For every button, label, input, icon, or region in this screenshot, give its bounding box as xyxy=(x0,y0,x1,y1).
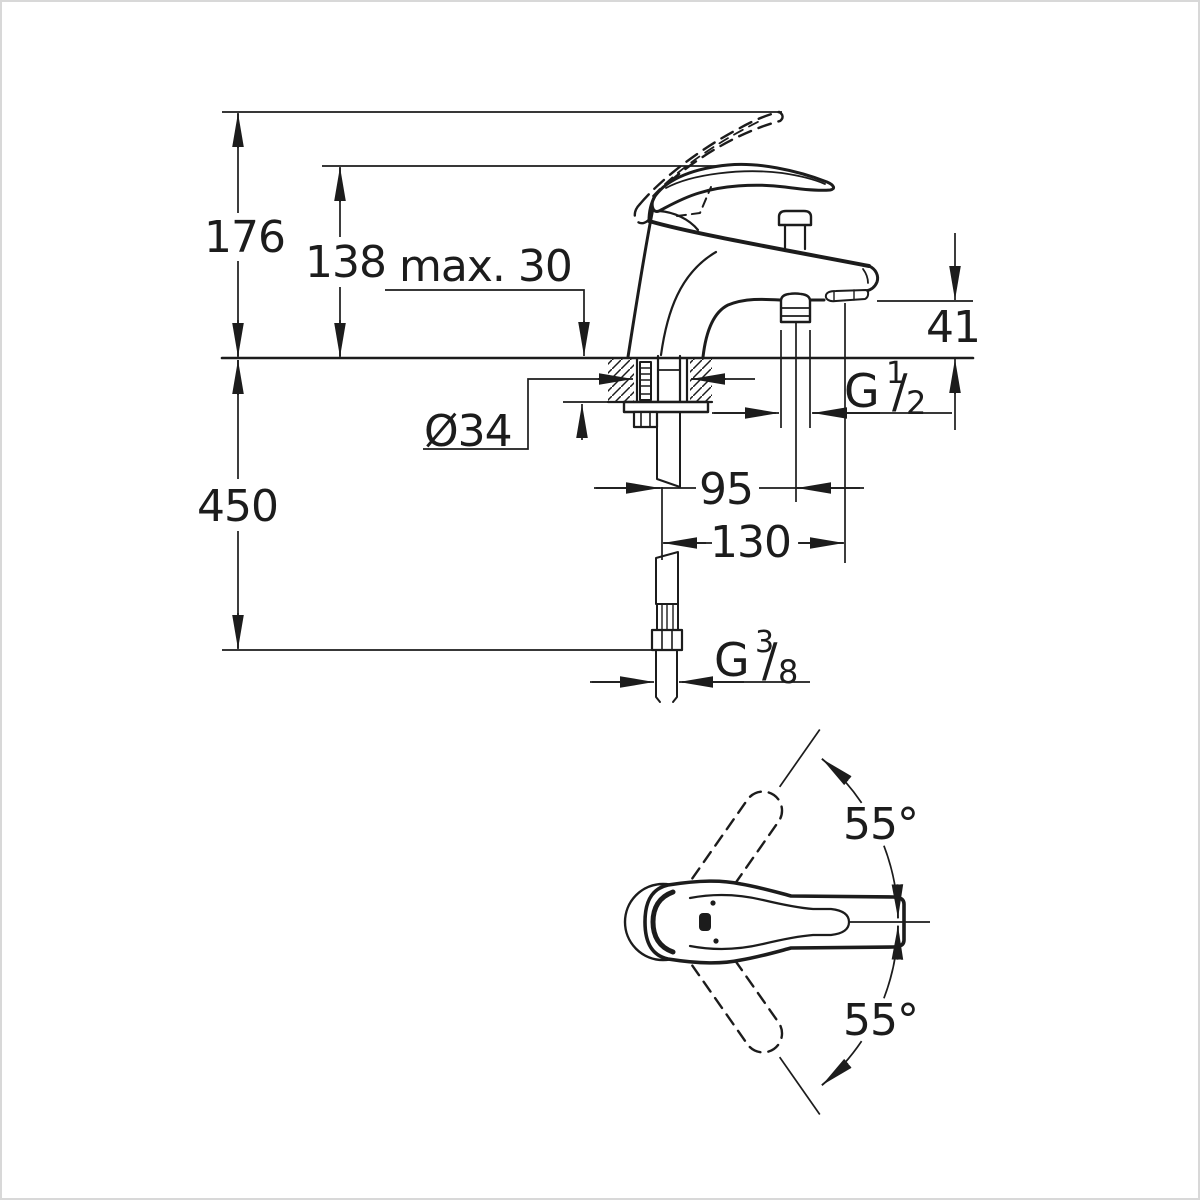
dim-height-handle-label: 138 xyxy=(305,237,386,288)
hose-hex-nut xyxy=(650,628,684,652)
faucet-side-view xyxy=(626,110,880,359)
body-crease xyxy=(659,250,718,357)
g38-slash: / xyxy=(762,633,778,687)
lever-open-dashed-cap xyxy=(633,202,653,225)
dim-hose-length-label: 450 xyxy=(197,481,278,532)
dim-spout-drop-label: 41 xyxy=(926,302,980,353)
angle-arc-arrows xyxy=(821,758,904,1086)
g38-denominator: 8 xyxy=(778,653,798,691)
lever-open-dashed-inner xyxy=(652,118,765,197)
clamp-washer xyxy=(622,400,710,414)
diverter-knob-cap xyxy=(777,209,813,227)
dim-swivel-up-label: 55° xyxy=(843,799,918,850)
aerator xyxy=(824,289,870,303)
body-underside-left xyxy=(701,297,782,359)
diverter-knob-stem xyxy=(783,223,807,253)
handle-indicator xyxy=(699,913,711,931)
handle-swivel-down-group xyxy=(691,942,821,1115)
handle-dashed-up xyxy=(691,790,784,902)
cartridge-hidden-line xyxy=(676,186,712,217)
dim-height-total-label: 176 xyxy=(204,212,285,263)
dim-shower-offset-label: 95 xyxy=(699,464,753,515)
deck-hatch-left xyxy=(608,359,634,402)
spout-end-cap xyxy=(864,264,880,293)
handle-top-view xyxy=(623,729,930,1115)
g38-letter: G xyxy=(714,633,750,687)
thread-label-g12: G 1 / 2 xyxy=(844,356,926,422)
handle-dashed-down xyxy=(691,942,784,1054)
dim-hole-diameter-label: Ø34 xyxy=(424,406,512,457)
spout-top-edge xyxy=(647,219,871,268)
g12-slash: / xyxy=(892,364,908,418)
handle-swivel-up-group xyxy=(691,729,821,902)
handle-dot-bottom xyxy=(713,938,719,944)
angle-ext-line-down xyxy=(778,1056,821,1115)
thread-label-g38: G 3 / 8 xyxy=(714,625,798,691)
hose-braid-upper xyxy=(656,411,681,488)
spout-end-inner xyxy=(862,268,869,284)
cartridge-dome-right xyxy=(657,209,700,232)
dim-swivel-down-label: 55° xyxy=(843,995,918,1046)
lever-open-dashed-bottom xyxy=(649,110,784,204)
hose-tail-pipe xyxy=(655,649,678,703)
lever-open-dashed-top xyxy=(638,110,781,206)
g38-numerator: 3 xyxy=(755,625,774,660)
supply-hose xyxy=(650,411,684,703)
angle-ext-line-up xyxy=(778,729,821,788)
dim-deck-thickness-label: max. 30 xyxy=(399,241,572,292)
handle-dot-top xyxy=(710,900,716,906)
dim-spout-reach-label: 130 xyxy=(710,517,791,568)
dimension-labels: 176 138 max. 30 41 Ø34 450 95 130 55° 55… xyxy=(197,212,981,1046)
g12-numerator: 1 xyxy=(886,356,905,391)
g12-denominator: 2 xyxy=(906,384,926,422)
deck-hatch-right xyxy=(690,359,712,402)
lever-inner-line xyxy=(665,170,826,189)
hose-braid-lower xyxy=(655,551,679,605)
g12-letter: G xyxy=(844,364,880,418)
dome-crescent xyxy=(650,889,676,955)
leader-max30 xyxy=(385,289,585,330)
extension-lines xyxy=(222,111,973,651)
clamp-nut xyxy=(632,410,659,429)
body-left-edge xyxy=(626,196,657,359)
mounting-stud xyxy=(639,361,652,401)
